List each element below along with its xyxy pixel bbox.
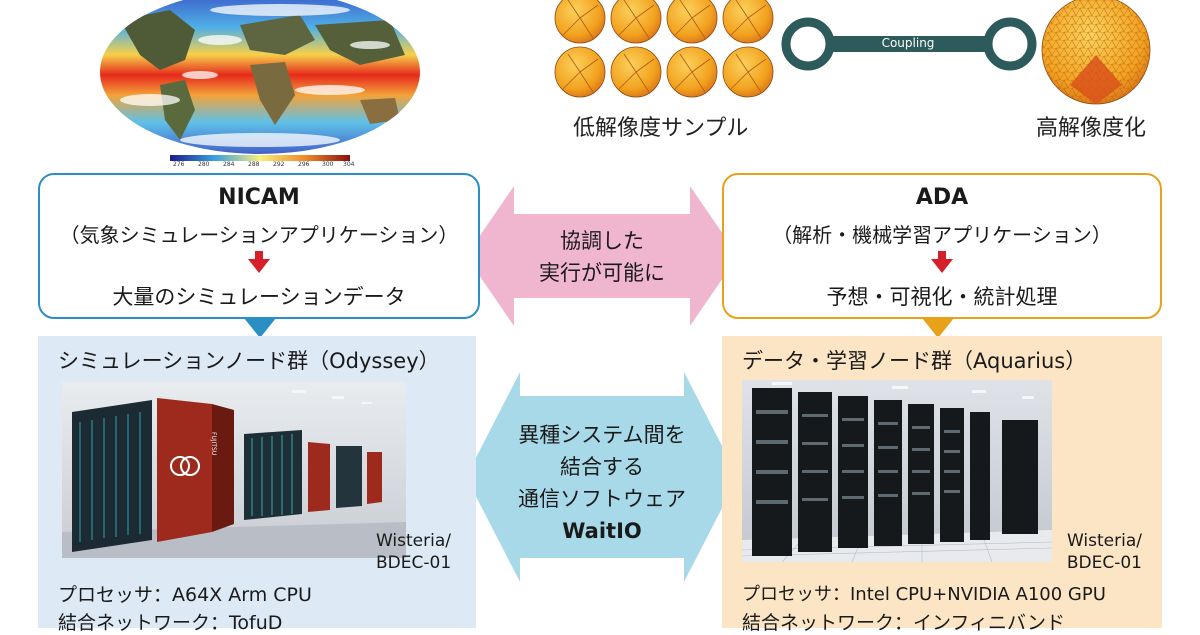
ada-subtitle: （解析・機械学習アプリケーション） — [772, 223, 1112, 247]
odyssey-panel: シミュレーションノード群（Odyssey） FUJITSU — [38, 336, 476, 634]
earth-map-graphic — [100, 0, 420, 161]
aquarius-credit-line2: BDEC-01 — [1066, 553, 1142, 573]
waitio-arrow — [466, 372, 738, 582]
odyssey-network: 結合ネットワーク：TofuD — [58, 612, 283, 634]
nicam-title: NICAM — [218, 185, 300, 210]
odyssey-credit-line2: BDEC-01 — [376, 553, 452, 573]
colorbar-tick: 296 — [298, 161, 310, 168]
nicam-box: NICAM （気象シミュレーションアプリケーション） 大量のシミュレーションデー… — [38, 173, 480, 319]
nicam-output: 大量のシミュレーションデータ — [112, 285, 406, 309]
coupling-connector — [781, 17, 1037, 71]
low-res-sphere-grid — [554, 0, 774, 98]
ada-output: 予想・可視化・統計処理 — [826, 285, 1058, 309]
aquarius-credit-line1: Wisteria/ — [1067, 531, 1142, 551]
high-res-label: 高解像度化 — [1036, 116, 1147, 141]
ada-arrow-stem — [938, 251, 946, 259]
odyssey-credit: Wisteria/ BDEC-01 — [376, 530, 451, 574]
colorbar-tick: 288 — [248, 161, 260, 168]
coupling-label: Coupling — [881, 36, 935, 50]
nicam-down-arrow-icon — [248, 259, 270, 273]
colorbar-tick: 280 — [198, 161, 210, 168]
fujitsu-logo: FUJITSU — [210, 432, 217, 455]
odyssey-processor: プロセッサ：A64X Arm CPU — [58, 584, 312, 606]
aquarius-credit: Wisteria/ BDEC-01 — [1062, 530, 1142, 574]
nicam-subtitle: （気象シミュレーションアプリケーション） — [59, 223, 459, 247]
aquarius-network: 結合ネットワーク：インフィニバンド — [742, 612, 1066, 634]
waitio-line1: 異種システム間を — [518, 423, 686, 447]
ada-down-arrow-icon — [931, 259, 953, 273]
odyssey-credit-line1: Wisteria/ — [376, 531, 451, 551]
coordination-line2: 実行が可能に — [539, 261, 665, 285]
nicam-arrow-stem — [255, 251, 263, 259]
ada-box: ADA （解析・機械学習アプリケーション） 予想・可視化・統計処理 — [722, 173, 1162, 319]
aquarius-photo — [742, 380, 1052, 562]
waitio-line3: 通信ソフトウェア — [518, 487, 686, 511]
colorbar-tick: 284 — [223, 161, 235, 168]
waitio-name: WaitIO — [562, 519, 642, 543]
global-sst-map: 276 280 284 288 292 296 300 304 — [100, 0, 420, 178]
aquarius-processor: プロセッサ：Intel CPU+NVIDIA A100 GPU — [742, 584, 1106, 605]
ada-title: ADA — [915, 185, 969, 210]
aquarius-panel: データ・学習ノード群（Aquarius） — [722, 336, 1162, 634]
coordination-line1: 協調した — [560, 229, 644, 253]
colorbar-tick: 292 — [273, 161, 285, 168]
odyssey-photo: FUJITSU — [62, 382, 406, 558]
colorbar-tick: 300 — [322, 161, 334, 168]
ada-pointer-icon — [922, 318, 954, 338]
low-res-sample-label: 低解像度サンプル — [573, 116, 749, 141]
odyssey-title: シミュレーションノード群（Odyssey） — [58, 349, 440, 373]
colorbar — [170, 155, 350, 161]
waitio-line2: 結合する — [560, 455, 644, 479]
aquarius-title: データ・学習ノード群（Aquarius） — [742, 349, 1087, 373]
high-res-sphere — [1041, 0, 1151, 105]
colorbar-tick: 276 — [173, 161, 185, 168]
coordination-arrow — [466, 186, 738, 326]
colorbar-tick: 304 — [343, 161, 355, 168]
nicam-pointer-icon — [244, 318, 276, 338]
